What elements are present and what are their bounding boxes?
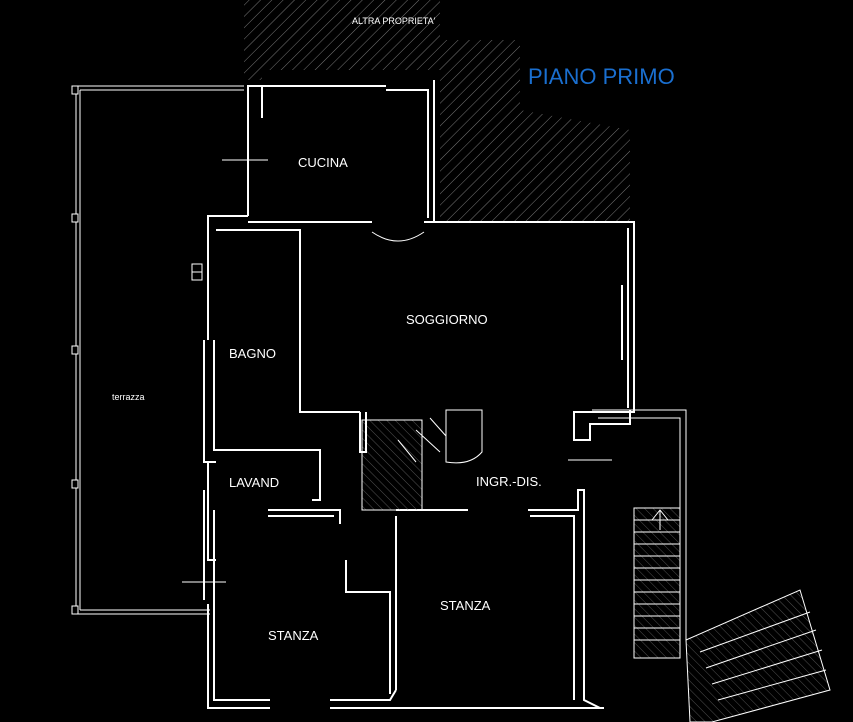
label-lavand: LAVAND — [229, 475, 279, 490]
label-altra-proprieta: ALTRA PROPRIETA' — [352, 16, 436, 26]
internal-stairs — [359, 409, 483, 511]
plan-title: PIANO PRIMO — [528, 64, 675, 89]
label-stanza-right: STANZA — [440, 598, 491, 613]
main-walls — [182, 215, 635, 709]
label-soggiorno: SOGGIORNO — [406, 312, 488, 327]
external-staircase — [592, 409, 831, 722]
label-stanza-left: STANZA — [268, 628, 319, 643]
label-bagno: BAGNO — [229, 346, 276, 361]
label-cucina: CUCINA — [298, 155, 348, 170]
label-terrazza: terrazza — [112, 392, 145, 402]
kitchen-walls — [222, 80, 435, 242]
label-ingresso: INGR.-DIS. — [476, 474, 542, 489]
hatched-neighbour-area — [244, 0, 630, 222]
terrace-outline — [71, 85, 244, 615]
